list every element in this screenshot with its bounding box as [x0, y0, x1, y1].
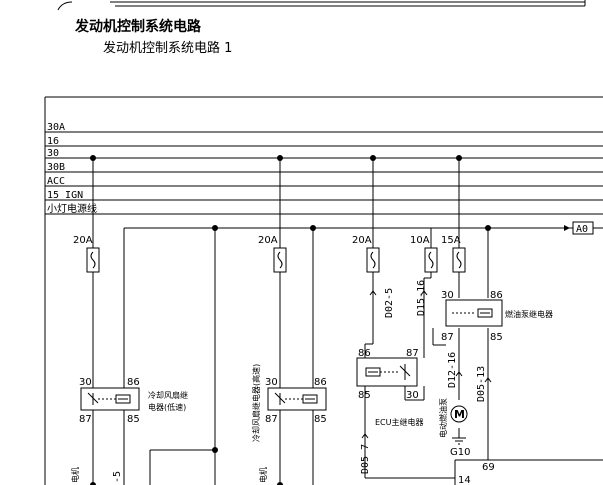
bus-label-acc: ACC — [47, 176, 65, 187]
fan-high-label: 冷却风扇继电器(高速) — [251, 364, 261, 442]
relay-fan-high — [267, 387, 327, 411]
page-title: 发动机控制系统电路 — [75, 19, 201, 35]
ecu-relay-pin-85: 85 — [358, 390, 371, 401]
fuse-label-4: 10A — [410, 235, 430, 246]
top-decoration — [57, 0, 586, 11]
fan-low-pin-30: 30 — [79, 377, 92, 388]
motor-label-1: 电机 — [70, 467, 80, 483]
wires — [92, 158, 603, 485]
fuel-pump-motor-icon — [450, 405, 468, 423]
wire-code-d05-13: D05-13 — [476, 366, 487, 402]
bus-label-15ign: 15 IGN — [47, 190, 83, 201]
fan-low-label-line2: 电器(低速) — [148, 402, 186, 412]
connector-a0-label: A0 — [576, 224, 588, 235]
ecu-pin-14: 14 — [458, 475, 471, 485]
fuel-relay-pin-87: 87 — [441, 332, 454, 343]
page-subtitle: 发动机控制系统电路 1 — [103, 41, 233, 56]
wire-code-d02-5: D02-5 — [384, 288, 395, 318]
fan-low-pin-85: 85 — [127, 414, 140, 425]
ecu-pin-69: 69 — [482, 462, 495, 473]
relay-ecu-main — [356, 357, 418, 387]
bus-lines — [45, 131, 603, 215]
ground-icon — [452, 437, 466, 445]
wire-junctions — [90, 225, 491, 485]
motor-label-2: 电机 — [258, 467, 268, 483]
wire-code-d12-16: D12-16 — [447, 352, 458, 388]
relay-fuel-pump — [445, 299, 503, 327]
fan-high-pin-87: 87 — [265, 414, 278, 425]
fuse-symbols — [86, 247, 466, 273]
wire-code-d05-7: D05-7 — [360, 444, 371, 474]
fuel-relay-label: 燃油泵继电器 — [505, 309, 553, 319]
fuel-pump-ground-label: G10 — [450, 447, 470, 458]
bus-label-16: 16 — [47, 136, 59, 147]
fan-low-pin-86: 86 — [127, 377, 140, 388]
fuse-label-5: 15A — [441, 235, 461, 246]
bus-label-30b: 30B — [47, 162, 65, 173]
fuel-relay-pin-86: 86 — [490, 290, 503, 301]
relay-fan-low — [80, 387, 140, 411]
diagram-frame — [44, 96, 603, 485]
wire-code-partial-5: -5 — [112, 471, 123, 483]
wire-code-d15-16: D15-16 — [416, 280, 427, 316]
fuse-waves — [90, 251, 462, 269]
fuel-relay-pin-85: 85 — [490, 332, 503, 343]
a0-arrowhead — [564, 225, 570, 231]
fan-high-pin-85: 85 — [314, 414, 327, 425]
fuel-pump-motor-label: 电动燃油泵 — [438, 398, 448, 438]
ecu-relay-label: ECU主继电器 — [375, 417, 424, 427]
fan-high-pin-86: 86 — [314, 377, 327, 388]
fuse-label-2: 20A — [258, 235, 278, 246]
connector-a0-box — [572, 221, 594, 235]
fuel-pump-motor-symbol: M — [454, 408, 465, 421]
fan-low-pin-87: 87 — [79, 414, 92, 425]
wire-arrows — [361, 290, 492, 439]
bus-label-30a: 30A — [47, 122, 65, 133]
bus-label-small-light: 小灯电源线 — [47, 202, 97, 215]
bus-label-30: 30 — [47, 148, 59, 159]
fuel-relay-pin-30: 30 — [441, 290, 454, 301]
fuse-label-1: 20A — [73, 235, 93, 246]
ecu-relay-pin-30: 30 — [406, 390, 419, 401]
fan-low-label-line1: 冷却风扇继 — [148, 390, 188, 400]
ecu-relay-pin-86: 86 — [358, 348, 371, 359]
fan-high-pin-30: 30 — [265, 377, 278, 388]
fuse-label-3: 20A — [352, 235, 372, 246]
ecu-relay-pin-87: 87 — [406, 348, 419, 359]
